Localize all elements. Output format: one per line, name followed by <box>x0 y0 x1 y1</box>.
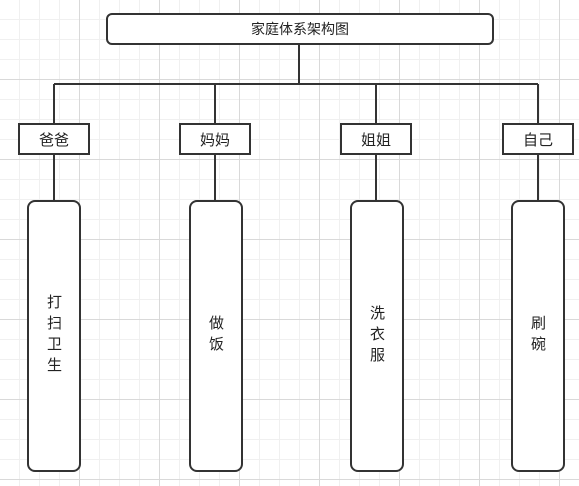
root-node-label: 家庭体系架构图 <box>251 22 349 38</box>
task-node-cooking[interactable]: 做饭 <box>189 200 243 472</box>
member-node-label: 姐姐 <box>360 130 391 149</box>
task-node-dishes[interactable]: 刷碗 <box>511 200 565 472</box>
member-node-self[interactable]: 自己 <box>502 123 574 155</box>
task-node-label: 打扫卫生 <box>45 294 63 378</box>
task-node-cleaning[interactable]: 打扫卫生 <box>27 200 81 472</box>
member-node-sister[interactable]: 姐姐 <box>340 123 412 155</box>
member-node-label: 妈妈 <box>199 130 230 149</box>
member-node-label: 自己 <box>522 130 553 149</box>
member-node-mother[interactable]: 妈妈 <box>179 123 251 155</box>
task-node-laundry[interactable]: 洗衣服 <box>350 200 404 472</box>
root-node[interactable]: 家庭体系架构图 <box>106 13 494 45</box>
member-node-label: 爸爸 <box>38 130 69 149</box>
task-node-label: 做饭 <box>207 315 225 357</box>
task-node-label: 刷碗 <box>529 315 547 357</box>
member-node-father[interactable]: 爸爸 <box>18 123 90 155</box>
task-node-label: 洗衣服 <box>368 304 386 368</box>
